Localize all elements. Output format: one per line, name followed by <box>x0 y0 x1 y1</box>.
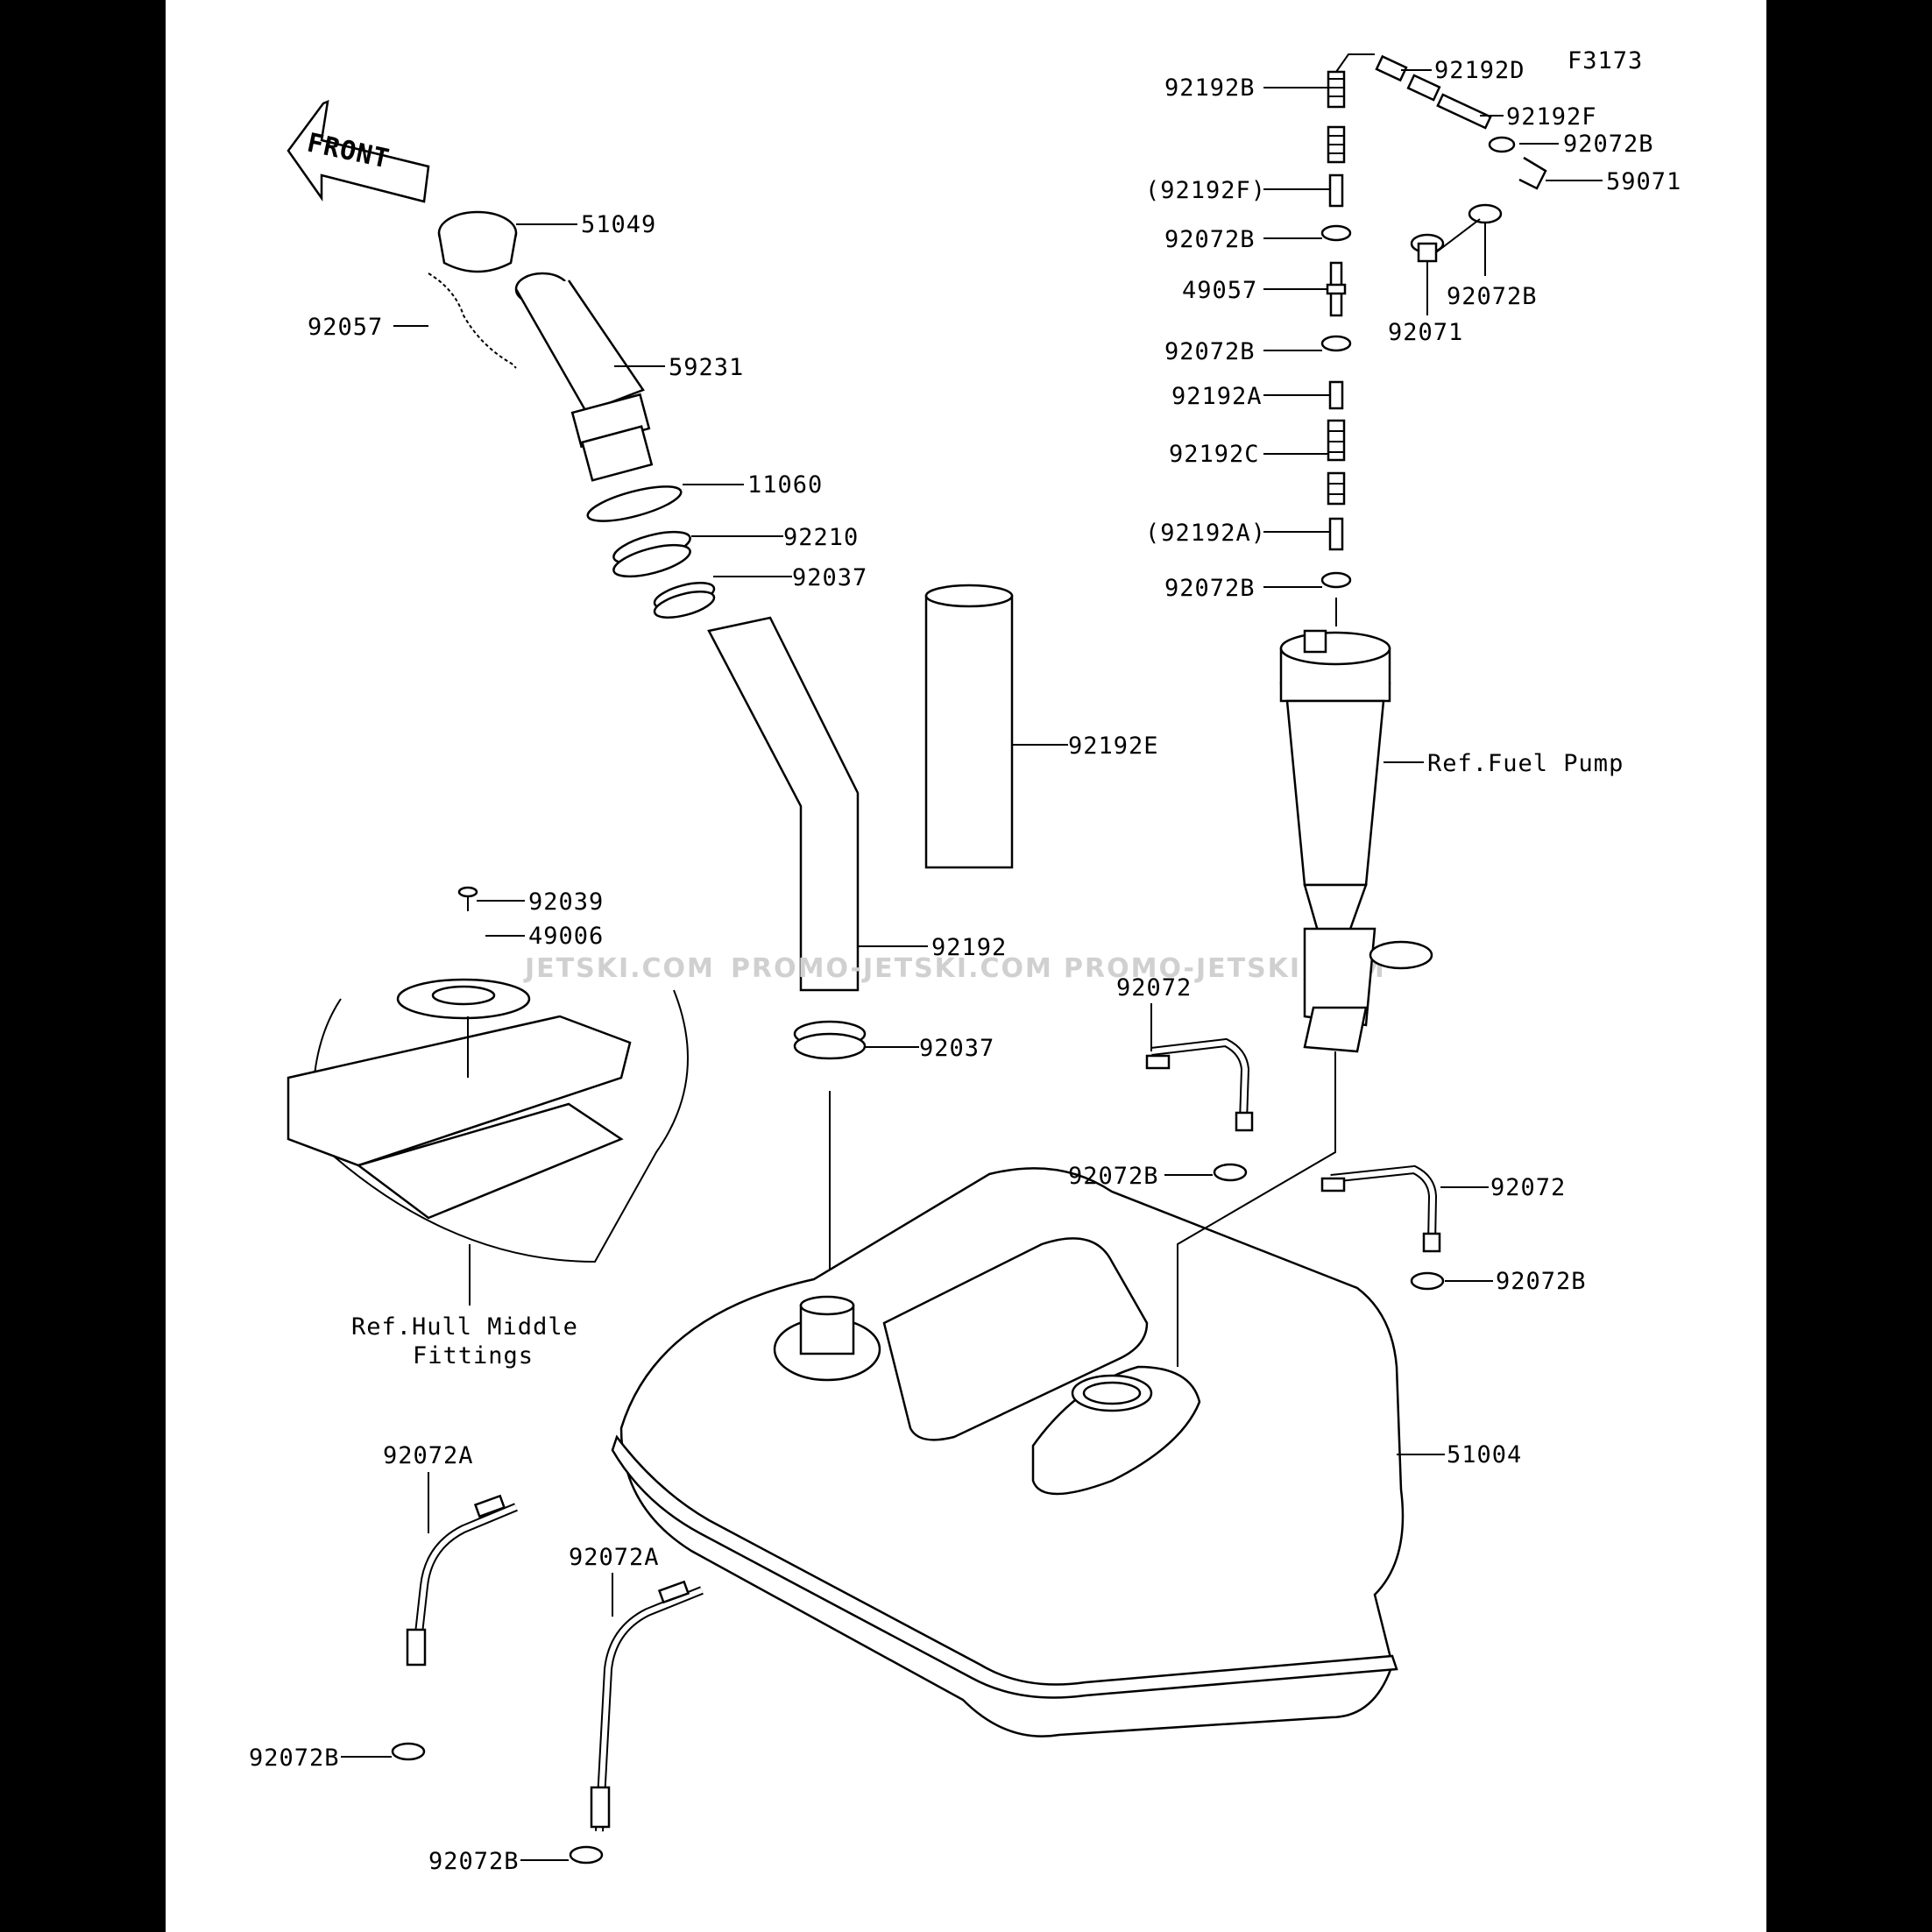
parts-diagram: F3173 FRONT 51049 92057 59231 11060 9221… <box>166 0 1766 1932</box>
fuel-tank-51004 <box>611 1167 1405 1737</box>
pipe-92192F-paren <box>1328 173 1344 208</box>
strap-92072A-2 <box>590 1580 704 1832</box>
clamp-92037-bottom <box>793 1020 867 1060</box>
pipe-92192A <box>1328 380 1344 410</box>
spring-92192D <box>1375 54 1408 82</box>
label-92072B-right: 92072B <box>1496 1268 1587 1295</box>
label-59231: 59231 <box>669 354 744 381</box>
label-49057: 49057 <box>1182 277 1257 304</box>
label-92192C: 92192C <box>1169 441 1260 468</box>
label-92072B-l3: 92072B <box>1164 575 1256 602</box>
watermark-1: JETSKI.COM <box>523 953 715 984</box>
fuel-pump-assembly <box>1279 629 1433 1053</box>
clip-92072B-mid <box>1213 1163 1248 1182</box>
label-92072B-l1: 92072B <box>1164 226 1256 253</box>
label-92192: 92192 <box>931 934 1007 961</box>
strap-92072A-1 <box>406 1494 518 1667</box>
pipe-92192F <box>1436 93 1492 130</box>
ref-fuel-pump: Ref.Fuel Pump <box>1427 750 1624 777</box>
label-92192B-top: 92192B <box>1164 74 1256 102</box>
label-92039: 92039 <box>528 888 604 916</box>
diagram-svg: F3173 FRONT 51049 92057 59231 11060 9221… <box>249 47 1681 1875</box>
label-59071: 59071 <box>1606 168 1681 195</box>
hose-92192B-top <box>1327 70 1346 109</box>
label-92037-top: 92037 <box>792 564 867 591</box>
label-92192F-paren: (92192F) <box>1145 177 1266 204</box>
label-92072A-1: 92072A <box>383 1442 474 1469</box>
strap-92072-right <box>1320 1164 1441 1253</box>
clip-92072B-l1 <box>1320 224 1352 242</box>
label-92192D: 92192D <box>1434 57 1525 84</box>
clip-92072B-bl2 <box>569 1845 604 1865</box>
fitting-49057 <box>1326 261 1347 317</box>
label-92072B-r1: 92072B <box>1563 131 1654 158</box>
label-92192E: 92192E <box>1068 732 1159 760</box>
figure-code: F3173 <box>1568 47 1643 74</box>
spring-92192F-right <box>1406 74 1441 102</box>
tether-92057 <box>428 272 517 369</box>
clip-92072B-r2 <box>1468 203 1503 224</box>
label-92037-bot: 92037 <box>919 1035 994 1062</box>
label-92057: 92057 <box>308 314 383 341</box>
clip-92072B-bl1 <box>391 1742 426 1761</box>
label-11060: 11060 <box>747 471 823 499</box>
spring-92192C <box>1327 419 1346 462</box>
watermark-2: PROMO-JETSKI.COM <box>731 953 1053 984</box>
plug-92071 <box>1410 233 1445 263</box>
label-92210: 92210 <box>783 524 859 551</box>
ref-hull-line1: Ref.Hull Middle <box>351 1313 578 1341</box>
label-92071: 92071 <box>1388 319 1463 346</box>
nut-92210 <box>612 530 691 578</box>
label-92072B-bl1: 92072B <box>249 1744 340 1772</box>
clip-92072B-r1 <box>1488 136 1516 153</box>
front-arrow-icon: FRONT <box>287 100 430 203</box>
label-92072B-mid: 92072B <box>1068 1163 1159 1190</box>
ref-hull-line2: Fittings <box>413 1342 534 1369</box>
clamp-92037-top <box>653 582 716 619</box>
oring-11060 <box>586 485 683 522</box>
label-51049: 51049 <box>581 211 656 238</box>
sleeve-92192E <box>924 584 1014 869</box>
label-51004: 51004 <box>1447 1441 1522 1468</box>
label-92072B-r2: 92072B <box>1447 283 1538 310</box>
label-92072-right: 92072 <box>1490 1174 1566 1201</box>
spring-92192-lower <box>1327 471 1346 506</box>
filler-neck-59231 <box>514 272 654 482</box>
pipe-92192A-paren <box>1328 517 1344 551</box>
label-92192F: 92192F <box>1506 103 1597 131</box>
hull-fitting-inset <box>287 978 689 1263</box>
label-92072-mid: 92072 <box>1116 974 1192 1001</box>
label-92192A-paren: (92192A) <box>1145 520 1266 547</box>
clip-92072B-l2 <box>1320 335 1352 352</box>
hose-92192 <box>707 616 860 992</box>
label-92072A-2: 92072A <box>569 1544 660 1571</box>
clip-92072B-l3 <box>1320 571 1352 589</box>
spring-92192B-mid <box>1327 125 1346 164</box>
strap-92072-mid <box>1145 1037 1254 1132</box>
label-92072B-l2: 92072B <box>1164 338 1256 365</box>
elbow-59071 <box>1518 156 1547 190</box>
label-92192A: 92192A <box>1171 383 1263 410</box>
label-49006: 49006 <box>528 923 604 950</box>
label-92072B-bl2: 92072B <box>428 1848 520 1875</box>
grommet-92039 <box>457 886 478 911</box>
clip-92072B-right <box>1410 1271 1445 1291</box>
fuel-cap-51049 <box>437 210 518 273</box>
